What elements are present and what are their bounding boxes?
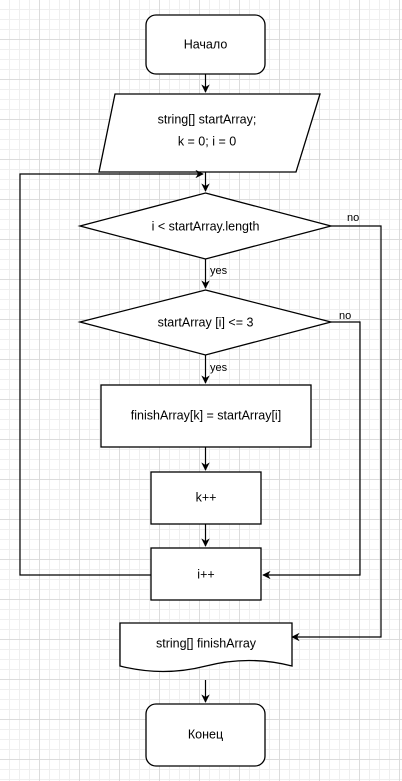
assign-node — [100, 384, 312, 448]
increment-i-node — [150, 547, 262, 601]
assign-label: finishArray[k] = startArray[i] — [131, 408, 281, 422]
output-label: string[] finishArray — [156, 636, 257, 650]
value-yes-label: yes — [210, 362, 228, 374]
increment-k-node — [150, 471, 262, 525]
increment-i-label: i++ — [197, 567, 214, 581]
loop-condition-label: i < startArray.length — [152, 219, 260, 233]
start-label: Начало — [184, 37, 228, 51]
increment-k-label: k++ — [196, 490, 217, 504]
init-node — [98, 93, 321, 173]
init-label-line1: string[] startArray; — [158, 112, 257, 126]
edge-value-no — [262, 321, 361, 580]
loop-yes-label: yes — [210, 265, 228, 277]
value-no-label: no — [339, 310, 351, 322]
edge-loop-back — [19, 169, 204, 576]
edge-loop-no — [291, 225, 382, 642]
init-label-line2: k = 0; i = 0 — [178, 134, 236, 148]
output-node — [119, 622, 293, 673]
loop-no-label: no — [347, 212, 359, 224]
end-label: Конец — [188, 727, 223, 741]
end-node — [145, 703, 266, 767]
value-condition-label: startArray [i] <= 3 — [158, 315, 254, 329]
